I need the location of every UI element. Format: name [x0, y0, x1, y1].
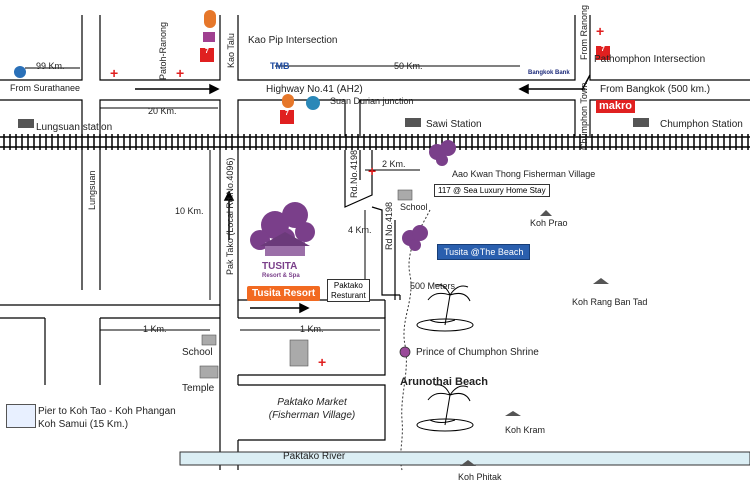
koh-kram-label: Koh Kram: [505, 425, 546, 435]
tusita-beach-tag: Tusita @The Beach: [437, 244, 531, 260]
chumphon-station-label: Chumphon Station: [660, 119, 743, 130]
hospital-icon: +: [368, 163, 377, 179]
building-markers: [199, 189, 413, 379]
koh-phitak-label: Koh Phitak: [458, 472, 502, 482]
sawi-station-label: Sawi Station: [426, 119, 482, 130]
ferry-icon: [6, 404, 36, 428]
islands: [460, 210, 609, 466]
river: [179, 451, 750, 466]
distance-markers: [25, 65, 520, 331]
river-label: Paktako River: [283, 451, 346, 462]
kao-pip-label: Kao Pip Intersection: [248, 35, 338, 46]
from-surathanee-label: From Surathanee: [10, 83, 81, 93]
seven-eleven-logo: 7: [200, 48, 214, 62]
arunothai-label: Arunothai Beach: [400, 376, 489, 388]
from-bangkok-label: From Bangkok (500 km.): [600, 84, 711, 95]
palm-islands: [416, 284, 474, 432]
paktako-line2: Resturant: [331, 290, 366, 300]
coastline: [400, 209, 431, 471]
tusita-resort-tree: [250, 202, 315, 256]
paktako-line1: Paktako: [333, 281, 363, 290]
shrine-label: Prince of Chumphon Shrine: [416, 347, 539, 358]
patoh-ranong-label: Patoh-Ranong: [158, 21, 168, 80]
market-line1-label: Paktako Market: [277, 397, 347, 408]
gas-station-icon: [306, 96, 320, 110]
pathomphon-label: Pathomphon Intersection: [594, 54, 706, 65]
ptt-station-icon: [282, 94, 294, 108]
from-ranong-label: From Ranong: [579, 4, 589, 60]
shrine-marker: [399, 346, 411, 358]
tusita-small-trees: [402, 140, 456, 251]
koh-prao-label: Koh Prao: [530, 218, 568, 228]
sea-luxury-box: 117 @ Sea Luxury Home Stay: [434, 184, 550, 197]
rd4198-a-label: Rd.No.4198: [349, 149, 359, 198]
temple-label: Temple: [182, 383, 215, 394]
suan-durian-label: Suan Durian junction: [330, 96, 414, 106]
hospital-icon: +: [176, 65, 185, 81]
distance-2-label: 2 Km.: [382, 159, 406, 169]
station-icons: [18, 118, 649, 128]
aao-kwan-label: Aao Kwan Thong Fisherman Village: [452, 169, 596, 179]
hospital-icon: +: [318, 354, 327, 370]
hospital-icon: +: [596, 23, 605, 39]
hospital-icon: +: [110, 65, 119, 81]
makro-logo: makro: [596, 100, 636, 113]
bank-icon: [203, 32, 215, 42]
distance-1-left-label: 1 Km.: [143, 324, 167, 334]
kao-talu-label: Kao Talu: [226, 33, 236, 68]
bangkok-bank-logo: Bangkok Bank: [528, 70, 570, 76]
five-hundred-m-label: 500 Meters: [410, 281, 456, 291]
distance-1-right-label: 1 Km.: [300, 324, 324, 334]
tusita-logo: TUSITA: [262, 261, 298, 272]
seven-eleven-logo: 7: [596, 46, 610, 60]
direction-arrows: [135, 74, 591, 314]
railway: [0, 134, 750, 150]
school-label: School: [400, 202, 428, 212]
tmb-logo: TMB: [270, 61, 290, 71]
ptt-station-icon: [204, 10, 216, 28]
chumphon-town-label: Chumphon Town: [579, 82, 589, 150]
pier-line2-label: Koh Samui (15 Km.): [38, 419, 129, 430]
market-line2-label: (Fisherman Village): [268, 410, 356, 421]
roads: [0, 15, 750, 470]
tusita-resort-tag: Tusita Resort: [247, 286, 321, 301]
lungsuan-label: Lungsuan: [87, 170, 97, 210]
lungsuan-station-label: Lungsuan station: [36, 122, 113, 133]
pak-tako-rd-label: Pak Tako (Local Rd.No.4096): [225, 157, 235, 275]
info-icon: [14, 66, 26, 78]
distance-10-label: 10 Km.: [175, 206, 204, 216]
seven-eleven-logo: 7: [280, 110, 294, 124]
distance-4-label: 4 Km.: [348, 225, 372, 235]
tusita-logo-sub: Resort & Spa: [262, 273, 300, 279]
paktako-restaurant-box: Paktako Resturant: [327, 279, 370, 303]
highway-label: Highway No.41 (AH2): [266, 84, 363, 95]
distance-99-label: 99 Km.: [36, 61, 65, 71]
koh-rang-label: Koh Rang Ban Tad: [572, 297, 648, 307]
rd4198-b-label: Rd No.4198: [384, 201, 394, 250]
pier-line1-label: Pier to Koh Tao - Koh Phangan: [38, 406, 176, 417]
school-label: School: [182, 347, 213, 358]
distance-20-label: 20 Km.: [148, 106, 177, 116]
distance-50-label: 50 Km.: [394, 61, 423, 71]
